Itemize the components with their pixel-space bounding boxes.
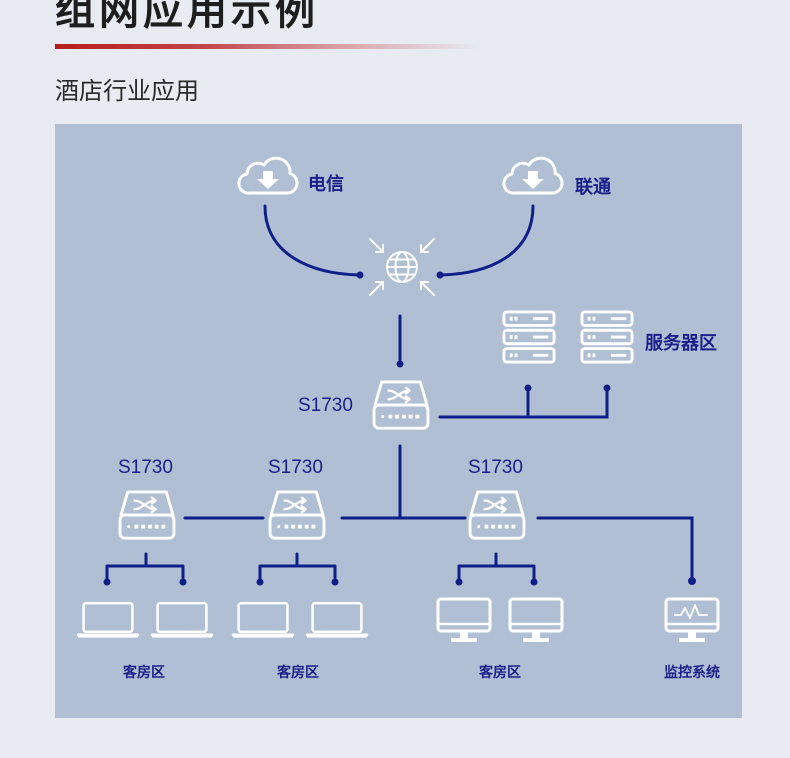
isp-label-unicom: 联通 [575,177,611,197]
diagram-canvas [76,156,720,644]
server-links [438,386,609,419]
zone-label: 客房区 [277,664,319,680]
zone-label: 客房区 [479,664,521,680]
zone-label: 客房区 [123,664,165,680]
core-switch-label: S1730 [298,395,353,416]
server-zone-label: 服务器区 [645,333,717,353]
access-switch-label: S1730 [268,457,323,478]
cloud-download-icon [502,156,564,195]
room-drop-3 [457,552,536,584]
room-drop-2 [258,552,337,584]
switch-icon [468,490,526,540]
title-accent-bar [55,44,480,49]
room-drop-1 [105,552,185,584]
server-rack-icon [580,310,634,364]
page-subtitle: 酒店行业应用 [55,77,199,105]
switch-icon [268,490,326,540]
zone-label: 监控系统 [664,664,720,680]
cloud-download-icon [237,156,299,195]
switch-icon [118,490,176,540]
monitoring-screen-icon [664,597,720,644]
isp1-link [263,204,362,277]
laptop-icon [305,601,369,640]
access-switch-label: S1730 [118,457,173,478]
internet-globe-icon [369,238,435,296]
laptop-icon [76,601,140,640]
isp2-link [438,204,535,277]
monitor-link [536,516,694,583]
isp-label-telecom: 电信 [308,174,344,194]
laptop-icon [231,601,295,640]
desktop-monitor-icon [508,597,564,644]
switch-icon [372,380,430,430]
server-rack-icon [502,310,556,364]
laptop-icon [150,601,214,640]
network-diagram: 电信 联通 服务器区 S1730 S1730 S1730 S1730 客房区 客… [55,124,742,718]
page-title: 组网应用示例 [55,0,319,34]
access-switch-label: S1730 [468,457,523,478]
desktop-monitor-icon [436,597,492,644]
